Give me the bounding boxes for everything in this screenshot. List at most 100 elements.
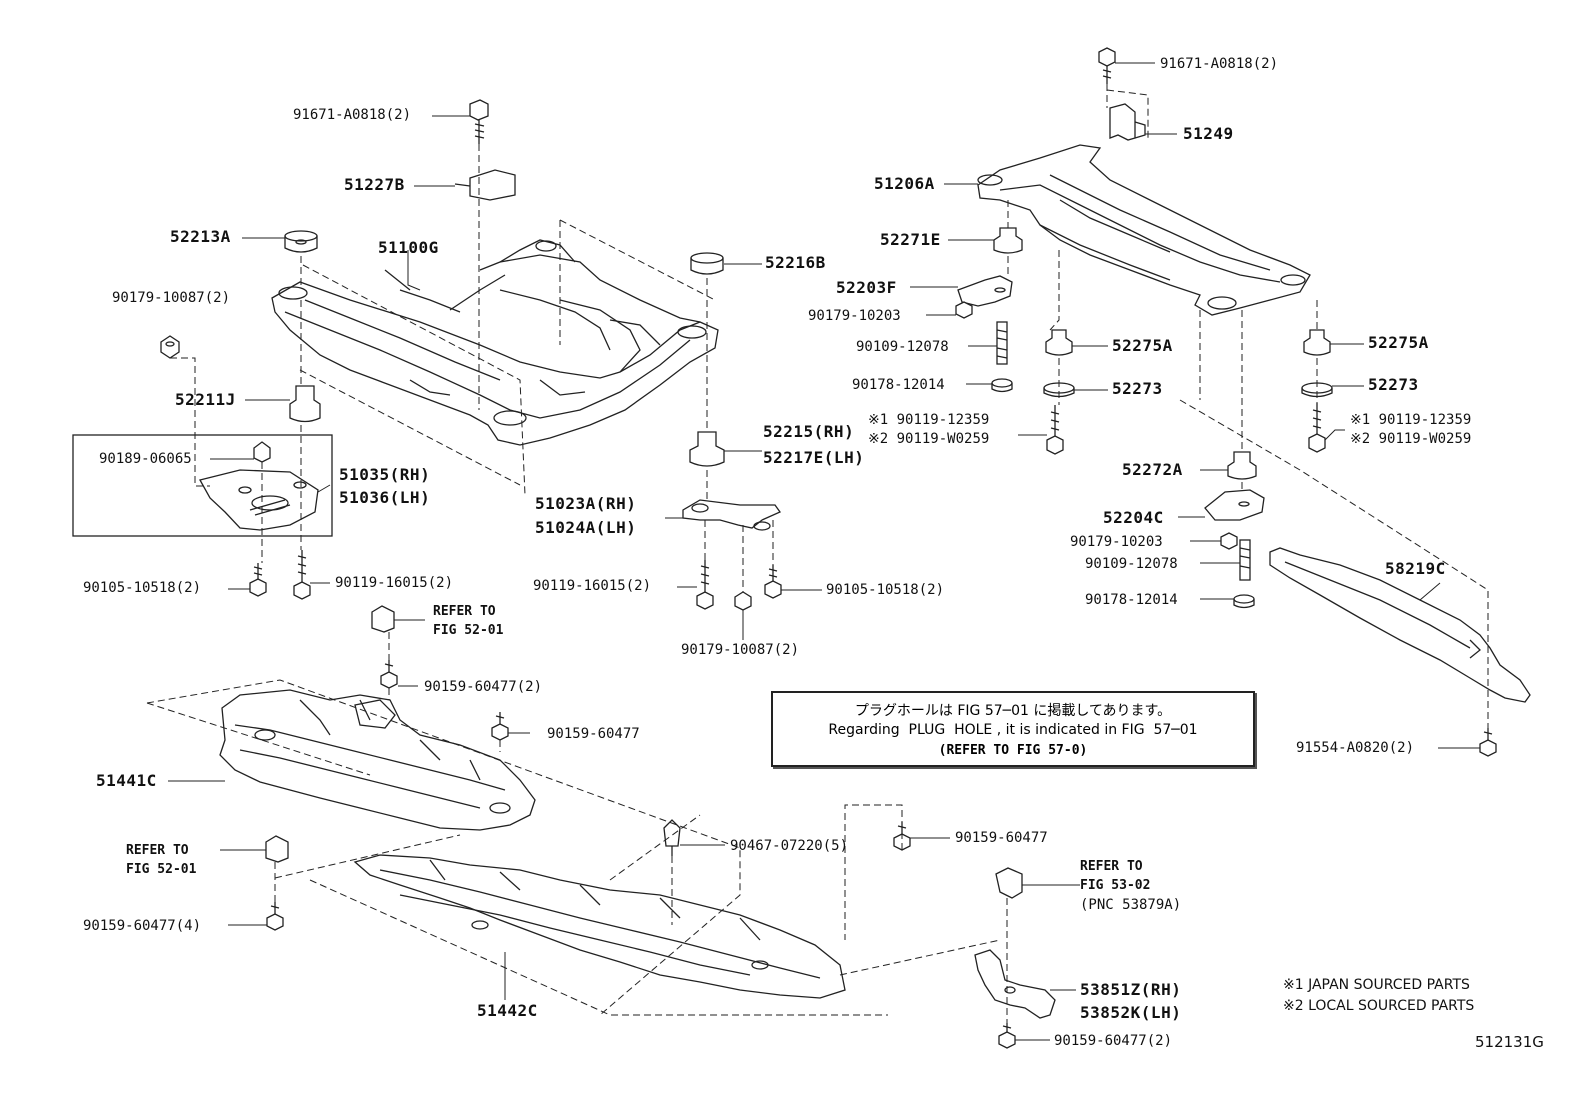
label-screw-90159-2-bottom: 90159-60477(2) [1054, 1033, 1173, 1049]
nut-90178-b-drawing [1233, 594, 1255, 609]
bolt-90105-mid-drawing [764, 565, 782, 599]
label-stopper-52203f: 52203F [836, 278, 897, 297]
screw-90159-e-drawing [998, 1023, 1016, 1049]
bolt-90119-left-drawing [293, 550, 311, 600]
label-stopper-52204c: 52204C [1103, 508, 1164, 527]
label-nut-90179-10203-a: 90179-10203 [808, 308, 901, 324]
label-seal-53852k-lh: 53852K(LH) [1080, 1003, 1182, 1022]
bolt-90119-12359-b-drawing [1308, 403, 1326, 453]
bolt-91671-left-drawing [469, 99, 489, 144]
cushion-52215-drawing [689, 431, 725, 467]
label-refer-53-02-line1: REFER TO [1080, 859, 1143, 874]
label-cushion-52211j: 52211J [175, 390, 236, 409]
label-nut-90178-b: 90178-12014 [1085, 592, 1178, 608]
label-bolt-90119-12359-a: ※1 90119-12359 [868, 412, 990, 428]
nut-90179-mid-drawing [734, 591, 752, 611]
dashed-lines [146, 84, 1489, 1023]
label-cushion-52275a-b: 52275A [1368, 333, 1429, 352]
label-member-51206a: 51206A [874, 174, 935, 193]
label-bracket-51036-lh: 51036(LH) [339, 488, 431, 507]
label-bolt-91671-left: 91671-A0818(2) [293, 107, 412, 123]
clip-53-02-drawing [995, 867, 1023, 899]
stud-90109-b-drawing [1239, 539, 1251, 581]
bolt-90119-mid-drawing [696, 560, 714, 610]
label-cover-51441c: 51441C [96, 771, 157, 790]
label-bolt-90119-12359-b: ※1 90119-12359 [1350, 412, 1472, 428]
label-cushion-52216b: 52216B [765, 253, 826, 272]
bracket-51035-drawing [199, 469, 319, 531]
label-refer-53-02-line3: (PNC 53879A) [1080, 897, 1182, 913]
cushion-52271e-drawing [993, 227, 1023, 254]
label-stud-90109-a: 90109-12078 [856, 339, 949, 355]
label-bolt-90119-16015-left: 90119-16015(2) [335, 575, 454, 591]
bolt-91671-right-drawing [1098, 47, 1116, 84]
note-refer-line: (REFER TO FIG 57-0) [938, 743, 1088, 758]
label-screw-90159-single-b: 90159-60477 [955, 830, 1048, 846]
cushion-52275a-a-drawing [1045, 329, 1073, 356]
bracket-group-box [72, 434, 333, 537]
label-retainer-52273-a: 52273 [1112, 379, 1163, 398]
label-bolt-90105-mid: 90105-10518(2) [826, 582, 945, 598]
clip-90467-drawing [663, 819, 681, 856]
label-nut-90189: 90189-06065 [99, 451, 192, 467]
label-arm-51024a-lh: 51024A(LH) [535, 518, 637, 537]
label-brace-58219c: 58219C [1385, 559, 1446, 578]
cover-51442c-drawing [353, 854, 846, 999]
stopper-52204c-drawing [1204, 489, 1265, 521]
bolt-90119-12359-a-drawing [1046, 405, 1064, 455]
label-bolt-90105-left: 90105-10518(2) [83, 580, 202, 596]
label-screw-90159-single-a: 90159-60477 [547, 726, 640, 742]
rear-member-drawing [977, 103, 1311, 316]
label-bracket-51249: 51249 [1183, 124, 1234, 143]
note-japanese-line: プラグホールは FIG 57─01 に掲載してあります。 [854, 703, 1172, 719]
label-bolt-91554: 91554-A0820(2) [1296, 740, 1415, 756]
label-bolt-90119-w0259-a: ※2 90119-W0259 [868, 431, 990, 447]
stud-90109-a-drawing [996, 321, 1008, 365]
cushion-52211j-drawing [289, 385, 321, 423]
screw-90159-b-drawing [491, 712, 509, 741]
bolt-91554-drawing [1479, 728, 1497, 757]
label-cushion-52213a: 52213A [170, 227, 231, 246]
cushion-52216b-drawing [690, 252, 724, 275]
seal-53851z-drawing [974, 949, 1056, 1019]
leader-lines [168, 62, 1480, 1041]
cushion-52213a-drawing [284, 230, 318, 253]
label-bolt-90119-16015-mid: 90119-16015(2) [533, 578, 652, 594]
nut-90179-10203-a-drawing [955, 301, 973, 319]
label-nut-90179-10087-mid: 90179-10087(2) [681, 642, 800, 658]
label-bolt-90119-w0259-b: ※2 90119-W0259 [1350, 431, 1472, 447]
label-cushion-52217e-lh: 52217E(LH) [763, 448, 865, 467]
label-refer-52-01-b-line1: REFER TO [126, 843, 189, 858]
label-crossmember-51100g: 51100G [378, 238, 439, 257]
arm-51023a-drawing [682, 499, 781, 531]
figure-id: 512131G [1475, 1033, 1544, 1051]
screw-90159-a-drawing [380, 660, 398, 689]
label-retainer-52273-b: 52273 [1368, 375, 1419, 394]
label-arm-51023a-rh: 51023A(RH) [535, 494, 637, 513]
clip-52-01-a-drawing [371, 605, 395, 633]
note-english-line: Regarding PLUG HOLE , it is indicated in… [828, 722, 1198, 738]
label-nut-90179-10087-left: 90179-10087(2) [112, 290, 231, 306]
label-cushion-52272a: 52272A [1122, 460, 1183, 479]
label-nut-90178-a: 90178-12014 [852, 377, 945, 393]
label-seal-53851z-rh: 53851Z(RH) [1080, 980, 1182, 999]
nut-90178-a-drawing [991, 378, 1013, 393]
nut-90179-10203-b-drawing [1220, 532, 1238, 550]
label-stud-90109-b: 90109-12078 [1085, 556, 1178, 572]
label-screw-90159-2: 90159-60477(2) [424, 679, 543, 695]
front-crossmember-drawing [271, 239, 719, 446]
legend-local-sourced: ※2 LOCAL SOURCED PARTS [1283, 998, 1475, 1014]
label-bracket-51227b: 51227B [344, 175, 405, 194]
label-bolt-91671-right: 91671-A0818(2) [1160, 56, 1279, 72]
label-screw-90159-4: 90159-60477(4) [83, 918, 202, 934]
label-cushion-52275a-a: 52275A [1112, 336, 1173, 355]
brace-58219c-drawing [1269, 547, 1531, 703]
bolt-90105-left-drawing [249, 563, 267, 597]
cushion-52272a-drawing [1227, 451, 1257, 480]
cushion-52275a-b-drawing [1303, 329, 1331, 356]
nut-90179-left-drawing [160, 335, 180, 359]
label-nut-90179-10203-b: 90179-10203 [1070, 534, 1163, 550]
label-refer-52-01-b-line2: FIG 52-01 [126, 862, 197, 877]
label-refer-52-01-a-line2: FIG 52-01 [433, 623, 504, 638]
bracket-51227b-drawing [454, 169, 516, 201]
